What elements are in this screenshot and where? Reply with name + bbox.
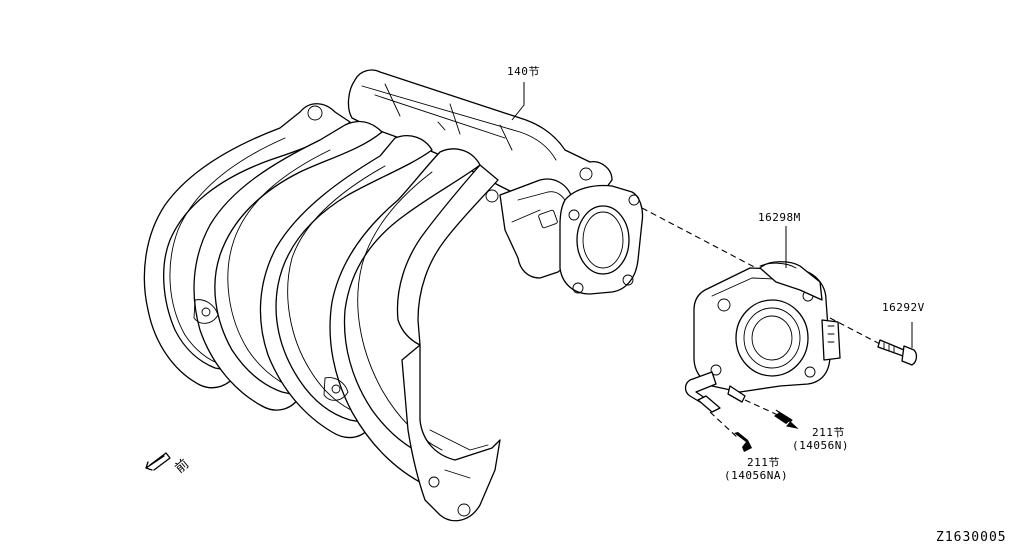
callout-bolt: 16292V bbox=[882, 301, 925, 314]
callout-gasket: 16298M bbox=[758, 211, 801, 224]
hose-b-dash bbox=[709, 411, 739, 439]
callout-hose-b-part: (14056NA) bbox=[724, 469, 789, 482]
hose-a-dash bbox=[744, 399, 781, 417]
callout-hose-a-ref: 211节 bbox=[812, 426, 845, 439]
callout-hose-b-ref: 211节 bbox=[747, 456, 780, 469]
centerline-dash bbox=[641, 207, 761, 271]
callout-intake-manifold: 140节 bbox=[507, 65, 540, 78]
hose-a-arrow-body bbox=[774, 412, 791, 424]
bolt bbox=[877, 339, 918, 366]
hose-b-arrow bbox=[734, 432, 752, 452]
front-arrow-icon bbox=[145, 452, 171, 471]
manifold-leader bbox=[511, 82, 525, 121]
diagram-reference-code: Z1630005 bbox=[936, 530, 1007, 545]
intake-manifold bbox=[143, 69, 644, 522]
callout-hose-a-part: (14056N) bbox=[792, 439, 849, 452]
throttle-body bbox=[684, 261, 841, 413]
